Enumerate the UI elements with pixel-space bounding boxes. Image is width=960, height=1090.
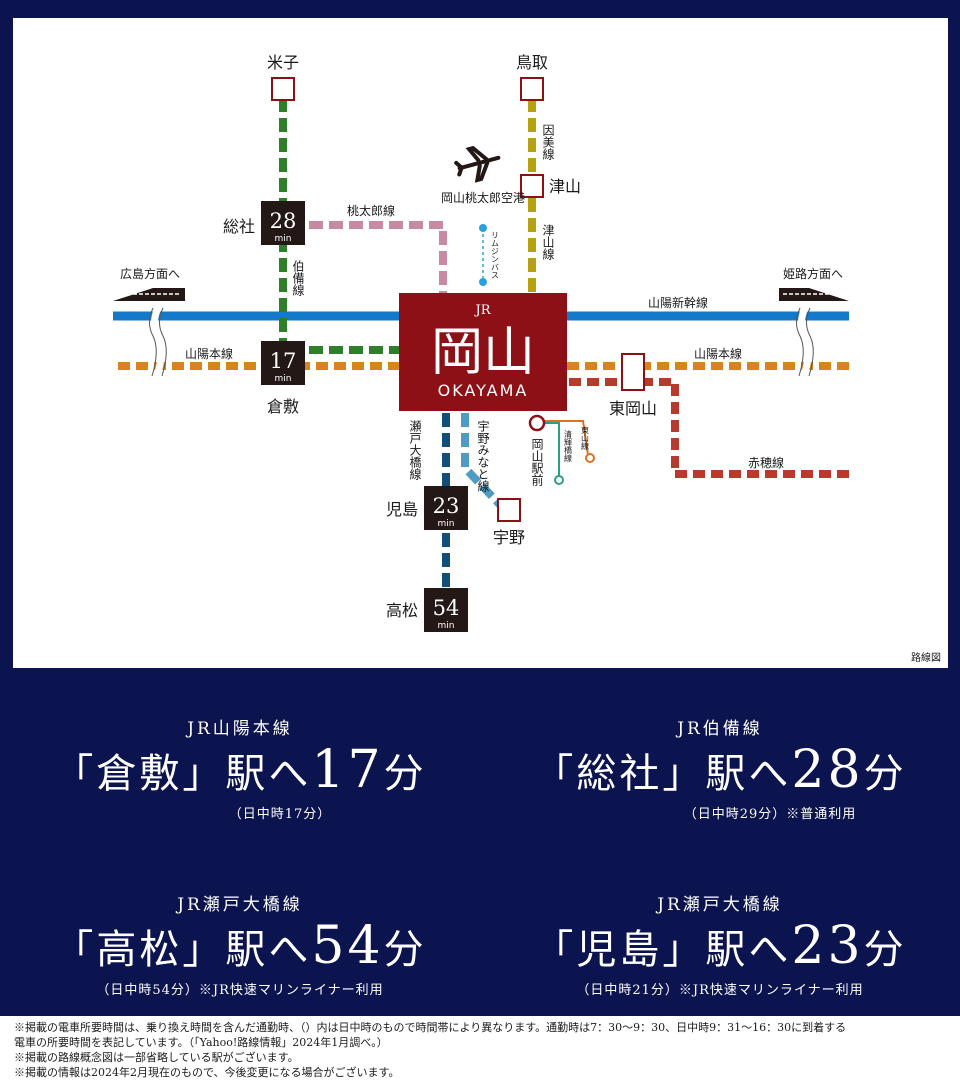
svg-text:23: 23 — [433, 494, 460, 518]
line-sanyo-west-label: 山陽本線 — [185, 346, 233, 361]
route-map-svg: JR 岡山 OKAYAMA 28 min 17 min 23 min 54 mi… — [113, 53, 941, 664]
station-okayama-ekimae-marker — [528, 414, 546, 432]
svg-text:min: min — [275, 234, 292, 244]
station-uno-marker — [497, 498, 521, 522]
line-break-east — [798, 306, 812, 378]
shinkansen-icon — [779, 288, 849, 301]
footnotes: ※掲載の電車所要時間は、乗り換え時間を含んだ通勤時、（）内は日中時のもので時間帯… — [0, 1016, 960, 1090]
line-inbi-label: 因美線 — [541, 124, 555, 160]
time-box-soja: 28 min — [261, 201, 305, 245]
direction-himeji-label: 姫路方面へ — [783, 266, 843, 281]
access-kurashiki: JR山陽本線 「倉敷」駅へ17分 （日中時17分） — [0, 714, 480, 822]
line-seikibashi-label: 清輝橋線 — [564, 429, 573, 462]
station-tottori-marker — [520, 77, 544, 101]
access-sub: （日中時29分）※普通利用 — [683, 807, 857, 822]
line-break-west — [151, 306, 165, 378]
access-takamatsu: JR瀬戸大橋線 「高松」駅へ54分 （日中時54分）※JR快速マリンライナー利用 — [0, 890, 480, 998]
station-higashi-okayama-label: 東岡山 — [609, 399, 657, 418]
center-jr-label: JR — [474, 303, 492, 318]
center-name: 岡山 — [431, 323, 535, 383]
time-box-kurashiki: 17 min — [261, 341, 305, 385]
svg-text:min: min — [438, 621, 455, 631]
access-line-name: JR山陽本線 — [187, 719, 293, 739]
airport-label: 岡山桃太郎空港 — [441, 190, 525, 205]
access-main: 「高松」駅へ54分 — [53, 916, 427, 976]
footnote-line: 電車の所要時間を表記しています。（「Yahoo!路線情報」2024年1月調べ。） — [14, 1036, 388, 1049]
line-uno-minato — [461, 413, 506, 511]
access-main: 「児島」駅へ23分 — [533, 916, 907, 976]
line-sanyo-east-label: 山陽本線 — [694, 346, 742, 361]
footnote-line: ※掲載の電車所要時間は、乗り換え時間を含んだ通勤時、（）内は日中時のもので時間帯… — [14, 1021, 847, 1034]
access-line-name: JR瀬戸大橋線 — [657, 895, 783, 915]
access-main: 「総社」駅へ28分 — [533, 740, 907, 800]
line-seto-ohashi-label: 瀬戸大橋線 — [408, 420, 422, 480]
line-ako-label: 赤穂線 — [748, 455, 784, 470]
line-tsuyama-label: 津山線 — [541, 224, 555, 260]
station-takamatsu-label: 高松 — [386, 601, 418, 620]
time-box-kojima: 23 min — [424, 486, 468, 530]
line-momotaro-label: 桃太郎線 — [347, 203, 395, 218]
shinkansen-icon — [113, 288, 185, 301]
access-line-name: JR瀬戸大橋線 — [177, 895, 303, 915]
center-roman: OKAYAMA — [438, 381, 529, 400]
time-box-takamatsu: 54 min — [424, 588, 468, 632]
footnote-line: ※掲載の路線概念図は一部省略している駅がございます。 — [14, 1051, 299, 1064]
station-yonago-marker — [271, 77, 295, 101]
access-line-name: JR伯備線 — [677, 719, 763, 739]
station-uno-label: 宇野 — [493, 528, 525, 547]
svg-text:17: 17 — [270, 349, 297, 373]
airplane-icon — [454, 145, 501, 183]
station-higashi-okayama-marker — [621, 353, 645, 391]
line-momotaro — [309, 221, 447, 293]
footnote-line: ※掲載の情報は2024年2月現在のもので、今後変更になる場合がございます。 — [14, 1066, 400, 1079]
line-shinkansen-label: 山陽新幹線 — [648, 295, 708, 310]
line-ako — [569, 378, 849, 478]
line-higashiyama — [545, 420, 589, 456]
station-tsuyama-label: 津山 — [549, 177, 581, 196]
access-soja: JR伯備線 「総社」駅へ28分 （日中時29分）※普通利用 — [480, 714, 960, 822]
svg-text:54: 54 — [433, 596, 460, 620]
access-kojima: JR瀬戸大橋線 「児島」駅へ23分 （日中時21分）※JR快速マリンライナー利用 — [480, 890, 960, 998]
route-map: JR 岡山 OKAYAMA 28 min 17 min 23 min 54 mi… — [13, 18, 948, 668]
access-sub: （日中時17分） — [228, 807, 332, 822]
station-okayama-ekimae-label: 岡山駅前 — [530, 438, 544, 486]
svg-text:min: min — [438, 519, 455, 529]
center-station-okayama — [399, 293, 567, 411]
limousine-bus-label: リムジンバス — [491, 231, 500, 279]
station-tottori-label: 鳥取 — [516, 53, 548, 72]
station-kurashiki-label: 倉敷 — [267, 397, 299, 416]
access-sub: （日中時21分）※JR快速マリンライナー利用 — [576, 983, 864, 998]
access-main: 「倉敷」駅へ17分 — [53, 740, 427, 800]
station-tsuyama-marker — [520, 174, 544, 198]
line-uno-minato-label: 宇野みなと線 — [476, 420, 490, 492]
direction-hiroshima-label: 広島方面へ — [120, 266, 180, 281]
access-sub: （日中時54分）※JR快速マリンライナー利用 — [96, 983, 384, 998]
line-hakubi-label: 伯備線 — [291, 259, 305, 296]
line-higashiyama-label: 東山線 — [581, 425, 590, 450]
station-yonago-label: 米子 — [267, 53, 299, 72]
station-kojima-label: 児島 — [386, 500, 418, 519]
map-caption: 路線図 — [911, 651, 941, 664]
svg-text:min: min — [275, 374, 292, 384]
svg-text:28: 28 — [270, 209, 297, 233]
station-soja-label: 総社 — [223, 217, 255, 236]
